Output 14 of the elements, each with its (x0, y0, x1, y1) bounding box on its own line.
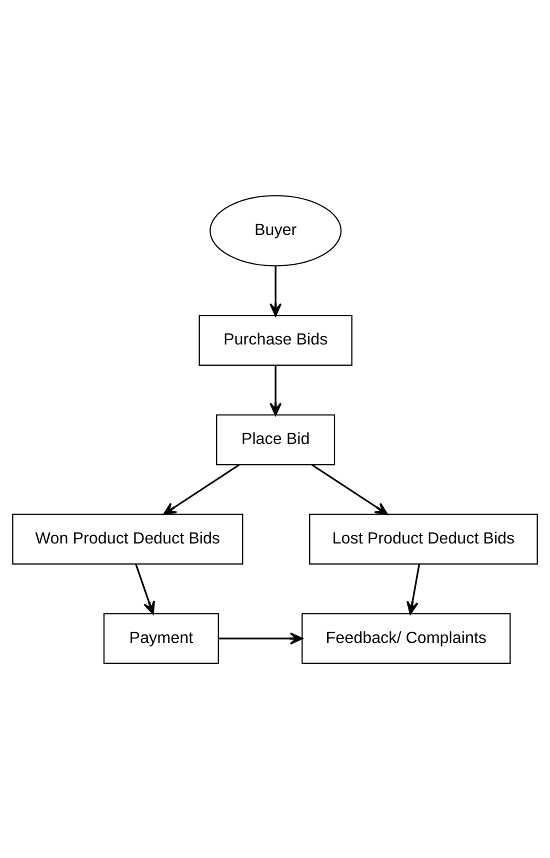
node-box: Feedback/ Complaints (302, 612, 511, 664)
arrow (270, 365, 282, 416)
node-box: Won Product Deduct Bids (12, 513, 244, 564)
node-box: Purchase Bids (198, 314, 352, 366)
node-box: Lost Product Deduct Bids (309, 513, 538, 564)
arrow (311, 463, 388, 515)
arrow (218, 632, 303, 644)
node-box: Payment (103, 612, 219, 664)
node-box: Place Bid (216, 414, 336, 465)
arrow (135, 564, 155, 614)
node-ellipse: Buyer (210, 194, 342, 266)
arrow (270, 266, 282, 316)
arrow (406, 564, 420, 614)
arrow (163, 463, 240, 515)
